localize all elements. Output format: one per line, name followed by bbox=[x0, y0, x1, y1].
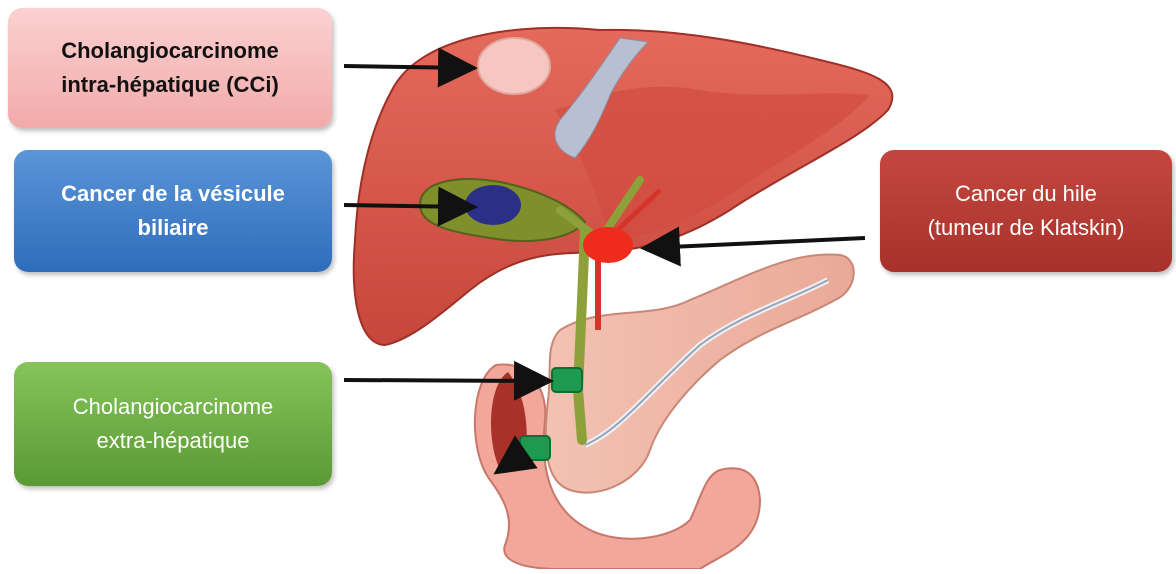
arrow-vesicule bbox=[344, 205, 470, 207]
arrow-hile bbox=[648, 238, 865, 248]
label-cancer-du-hile: Cancer du hile (tumeur de Klatskin) bbox=[880, 150, 1172, 272]
pancreas-illustration bbox=[546, 254, 854, 492]
gallbladder-tumor bbox=[465, 185, 521, 225]
label-cholangiocarcinome-intra-hepatique: Cholangiocarcinome intra-hépatique (CCi) bbox=[8, 8, 332, 128]
label-vesicule-line1: Cancer de la vésicule bbox=[61, 177, 285, 211]
label-cholangiocarcinome-extra-hepatique: Cholangiocarcinome extra-hépatique bbox=[14, 362, 332, 486]
hile-tumor bbox=[583, 227, 633, 263]
label-vesicule-line2: biliaire bbox=[61, 211, 285, 245]
extra-tumor-lower bbox=[520, 436, 550, 460]
label-extra-line2: extra-hépatique bbox=[73, 424, 274, 458]
label-cci-line1: Cholangiocarcinome bbox=[61, 34, 279, 68]
cci-tumor bbox=[478, 38, 550, 94]
label-hile-line2: (tumeur de Klatskin) bbox=[928, 211, 1125, 245]
extra-tumor-upper bbox=[552, 368, 582, 392]
label-cci-line2: intra-hépatique (CCi) bbox=[61, 68, 279, 102]
label-hile-line1: Cancer du hile bbox=[928, 177, 1125, 211]
label-cancer-vesicule-biliaire: Cancer de la vésicule biliaire bbox=[14, 150, 332, 272]
arrow-cci bbox=[344, 66, 470, 68]
arrow-extra-upper bbox=[344, 380, 546, 381]
label-extra-line1: Cholangiocarcinome bbox=[73, 390, 274, 424]
